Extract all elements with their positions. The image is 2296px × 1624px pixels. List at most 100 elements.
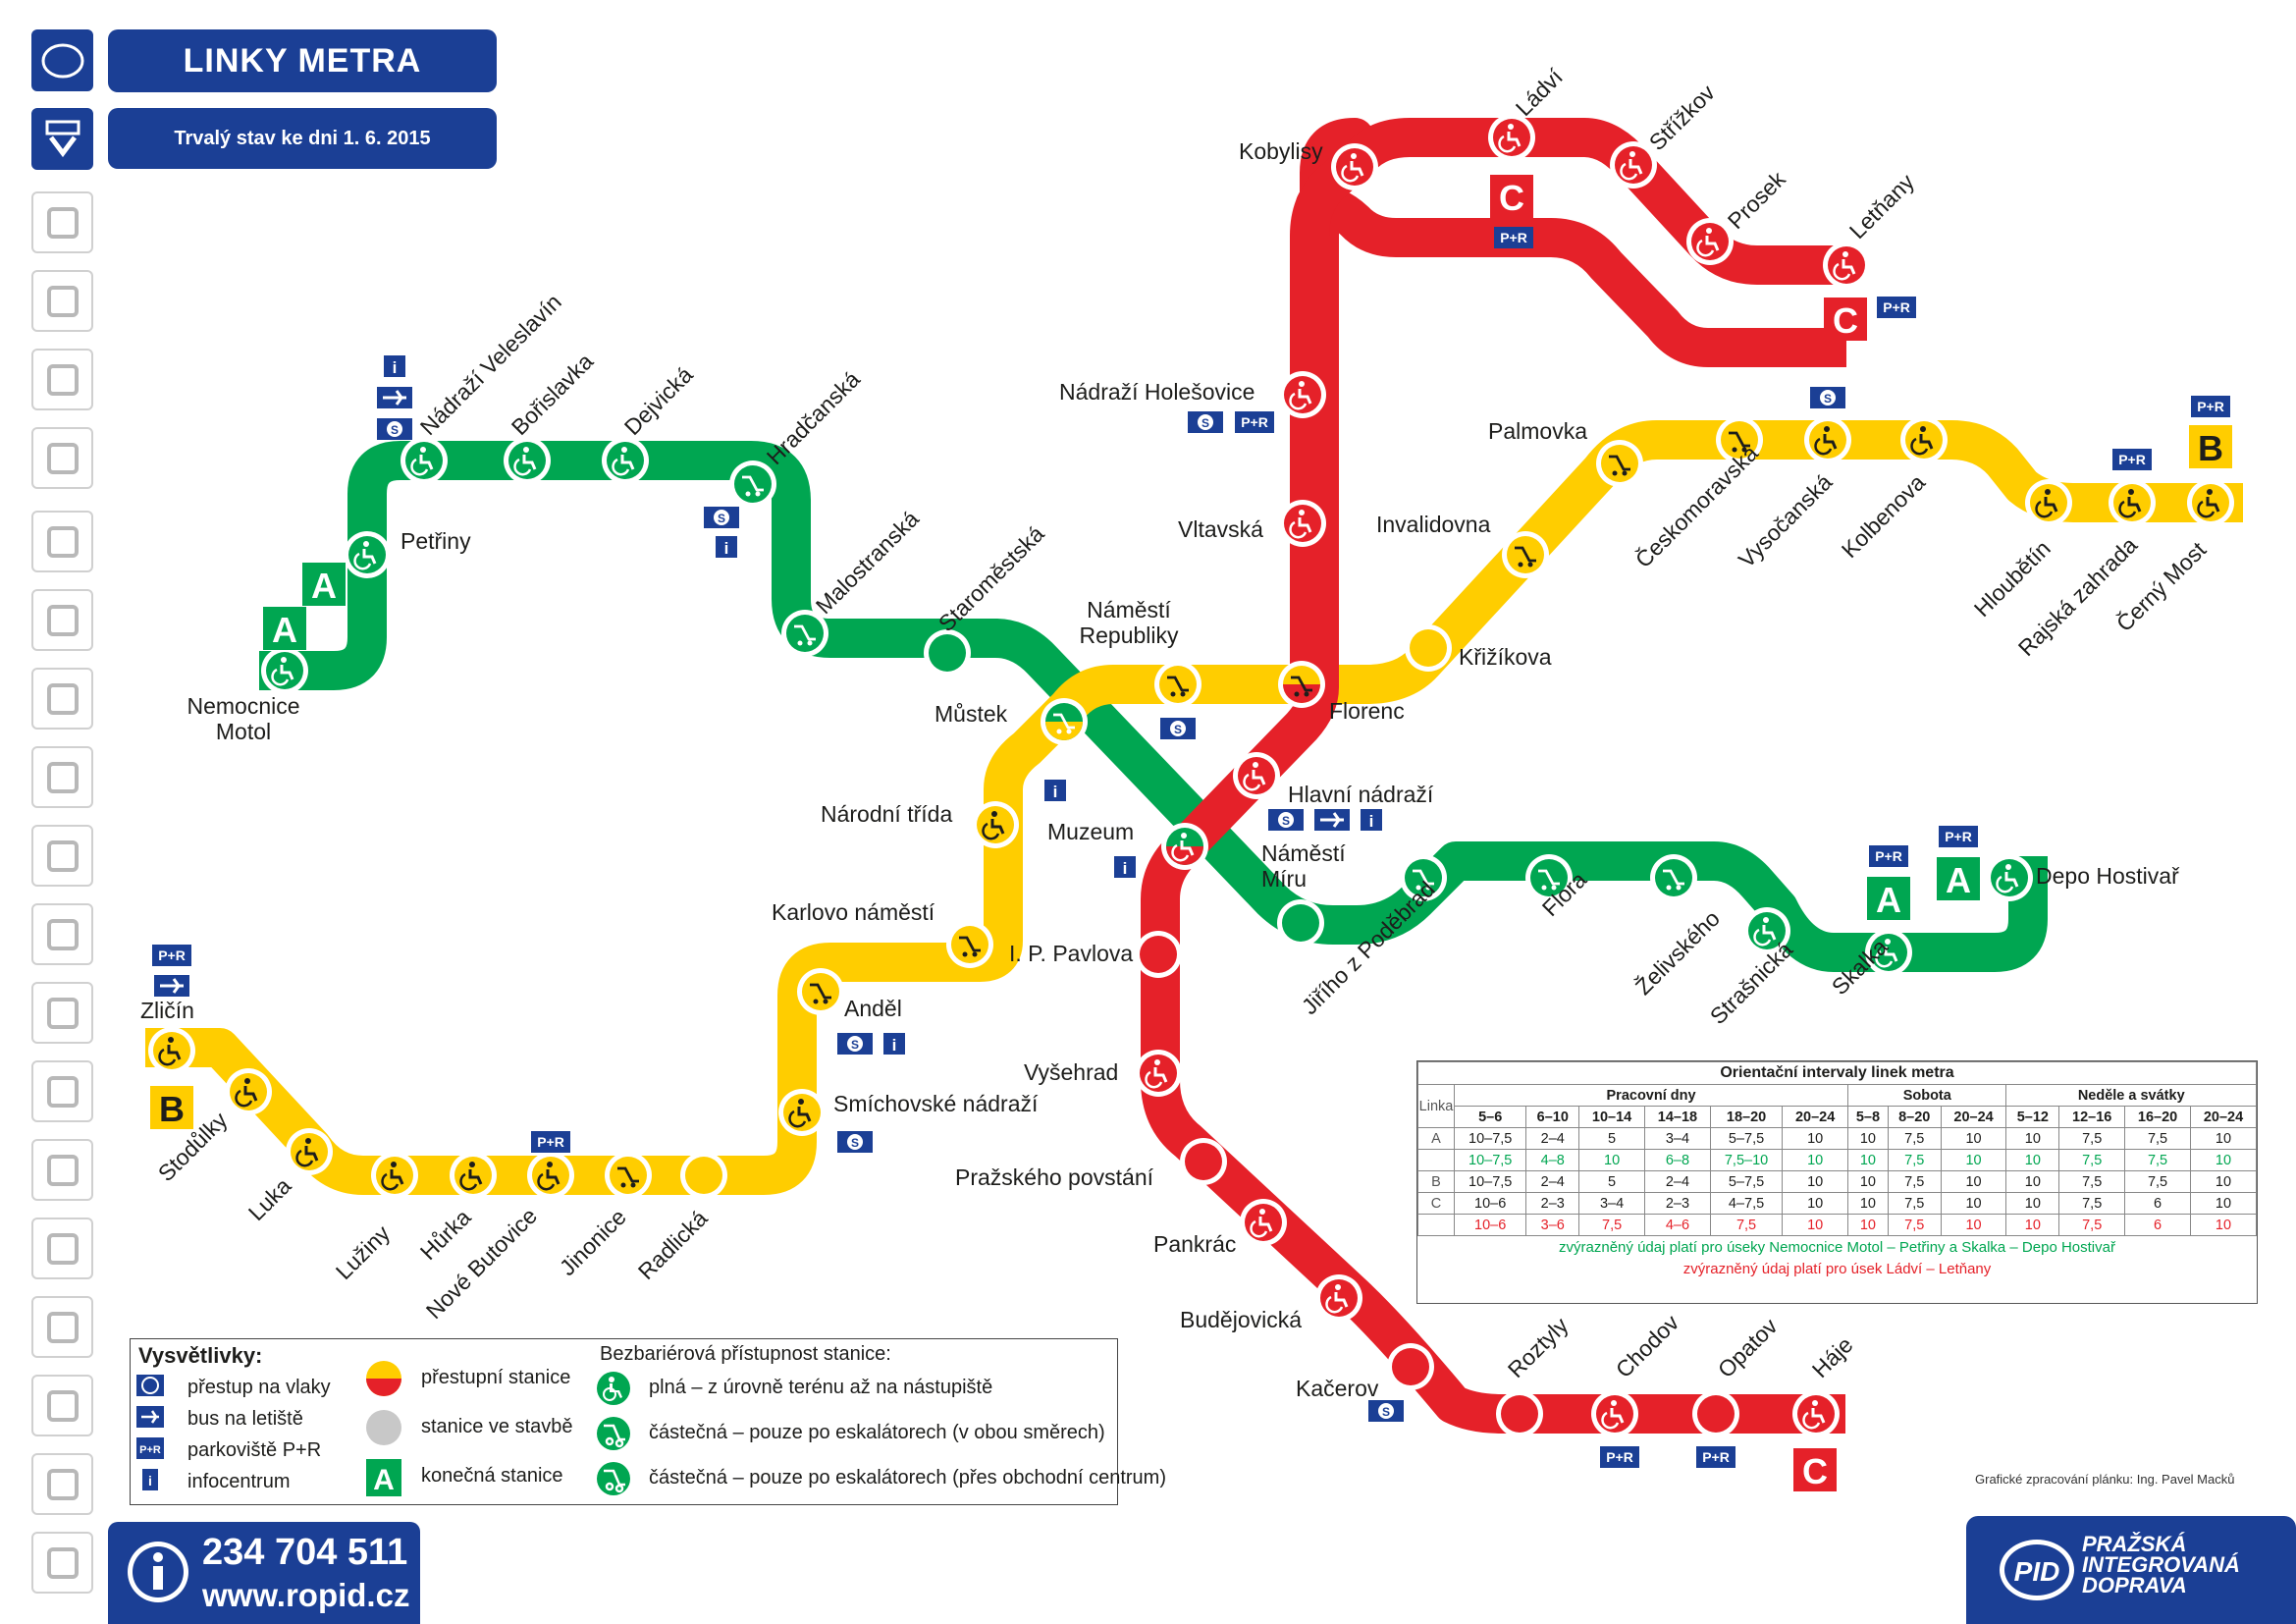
station-zelivskeho[interactable] (1650, 854, 1697, 901)
station-label-karlovo[interactable]: Karlovo náměstí (772, 899, 935, 925)
station-label-ip-pavlova[interactable]: I. P. Pavlova (1009, 941, 1134, 966)
contact-phone[interactable]: 234 704 511 (202, 1532, 408, 1573)
station-ceskomoravska[interactable] (1716, 416, 1763, 463)
station-mustek[interactable] (1041, 698, 1088, 745)
station-opatov[interactable] (1692, 1390, 1739, 1437)
station-label-narodni[interactable]: Národní třída (821, 801, 953, 827)
station-stodulky[interactable] (225, 1068, 272, 1115)
station-ip-pavlova[interactable] (1135, 931, 1182, 978)
station-label-krizikova[interactable]: Křižíkova (1459, 644, 1552, 670)
station-label-andel[interactable]: Anděl (844, 996, 902, 1021)
station-label-petriny[interactable]: Petřiny (400, 528, 471, 554)
legend-badges-icon: P+R i (136, 1375, 164, 1490)
station-vltavska[interactable] (1279, 500, 1326, 547)
station-cerny-most[interactable] (2187, 479, 2234, 526)
station-label-vltavska[interactable]: Vltavská (1178, 516, 1263, 542)
station-jiriho[interactable] (1400, 854, 1447, 901)
station-label-depo[interactable]: Depo Hostivař (2036, 863, 2179, 889)
station-krizikova[interactable] (1405, 624, 1452, 672)
station-label-palmovka[interactable]: Palmovka (1488, 418, 1587, 444)
station-prosek[interactable] (1686, 218, 1734, 265)
station-label-namesti-republiky[interactable]: Náměstí Republiky (1079, 597, 1179, 648)
station-hurka[interactable] (450, 1152, 497, 1199)
table-cell: 10 (2005, 1149, 2060, 1171)
station-label-prazskeho[interactable]: Pražského povstání (955, 1164, 1154, 1190)
station-zlicin[interactable] (148, 1027, 195, 1074)
station-depo[interactable] (1986, 854, 2033, 901)
station-letnany[interactable] (1823, 242, 1870, 289)
table-cell: 10 (1782, 1149, 1849, 1171)
station-label-namesti-miru[interactable]: Náměstí Míru (1261, 840, 1346, 892)
wheelchair-icon (1833, 251, 1856, 281)
station-label-kacerov[interactable]: Kačerov (1296, 1376, 1379, 1401)
station-hloubetin[interactable] (2025, 479, 2072, 526)
station-rajska[interactable] (2109, 479, 2156, 526)
station-nemocnice-motol[interactable] (261, 647, 308, 694)
station-label-muzeum[interactable]: Muzeum (1047, 819, 1135, 844)
station-label-vysehrad[interactable]: Vyšehrad (1024, 1059, 1119, 1085)
station-haje[interactable] (1792, 1390, 1840, 1437)
station-label-pankrac[interactable]: Pankrác (1153, 1231, 1237, 1257)
station-jinonice[interactable] (605, 1152, 652, 1199)
station-andel[interactable] (797, 968, 844, 1015)
wheelchair-icon (1325, 1284, 1349, 1314)
station-muzeum[interactable] (1161, 823, 1208, 870)
station-nove-butovice[interactable] (527, 1152, 574, 1199)
station-palmovka[interactable] (1596, 440, 1643, 487)
station-vysehrad[interactable] (1135, 1050, 1182, 1097)
station-radlicka[interactable] (680, 1152, 727, 1199)
station-staromestska[interactable] (924, 629, 971, 677)
station-kacerov[interactable] (1387, 1343, 1434, 1390)
station-namesti-republiky[interactable] (1154, 661, 1201, 708)
station-chodov[interactable] (1591, 1390, 1638, 1437)
station-holesovice[interactable] (1279, 371, 1326, 418)
station-kobylisy[interactable] (1331, 143, 1378, 190)
station-namesti-miru[interactable] (1277, 899, 1324, 947)
station-label-zlicin[interactable]: Zličín (140, 998, 194, 1023)
station-florenc[interactable] (1278, 661, 1325, 708)
station-budejovicka[interactable] (1315, 1274, 1362, 1322)
escalator-icon (1515, 546, 1536, 568)
station-hradcanska[interactable] (729, 460, 776, 508)
station-ladvi[interactable] (1488, 114, 1535, 161)
station-smichovske[interactable] (778, 1089, 826, 1136)
station-label-holesovice[interactable]: Nádraží Holešovice (1059, 379, 1255, 405)
station-borislavka[interactable] (504, 437, 551, 484)
station-invalidovna[interactable] (1502, 531, 1549, 578)
station-label-invalidovna[interactable]: Invalidovna (1376, 512, 1491, 537)
station-label-budejovicka[interactable]: Budějovická (1180, 1307, 1303, 1332)
station-label-hlavni[interactable]: Hlavní nádraží (1288, 782, 1434, 807)
station-label-florenc[interactable]: Florenc (1329, 698, 1405, 724)
station-skalka[interactable] (1865, 929, 1912, 976)
bicycle-icon (31, 1375, 93, 1436)
train-transfer-icon: S (1368, 1400, 1404, 1422)
station-roztyly[interactable] (1496, 1390, 1543, 1437)
svg-text:S: S (1382, 1405, 1390, 1419)
svg-text:i: i (393, 358, 398, 377)
station-petriny[interactable] (344, 531, 391, 578)
station-vysocanska[interactable] (1804, 416, 1851, 463)
contact-web-link[interactable]: www.ropid.cz (202, 1577, 410, 1613)
station-luka[interactable] (286, 1128, 333, 1175)
station-pankrac[interactable] (1240, 1199, 1287, 1246)
station-strasnicka[interactable] (1743, 907, 1790, 954)
parking-badge: P+R (1939, 826, 1978, 847)
station-label-nemocnice-motol[interactable]: Nemocnice Motol (187, 693, 300, 744)
station-label-kobylisy[interactable]: Kobylisy (1239, 138, 1323, 164)
station-hlavni[interactable] (1233, 752, 1280, 799)
station-luziny[interactable] (371, 1152, 418, 1199)
station-kolbenova[interactable] (1900, 416, 1948, 463)
info-badge: i (1361, 809, 1382, 831)
station-malostranska[interactable] (781, 610, 828, 657)
station-flora[interactable] (1525, 854, 1573, 901)
station-prazskeho[interactable] (1180, 1138, 1227, 1185)
ticket-machine-icon (31, 746, 93, 808)
station-label-smichovske[interactable]: Smíchovské nádraží (833, 1091, 1039, 1116)
station-strizkov[interactable] (1610, 141, 1657, 189)
station-narodni[interactable] (972, 801, 1019, 848)
station-label-mustek[interactable]: Můstek (934, 701, 1008, 727)
station-dejvicka[interactable] (602, 437, 649, 484)
station-karlovo[interactable] (946, 921, 993, 968)
station-nadrazi-veleslavin[interactable] (400, 437, 448, 484)
